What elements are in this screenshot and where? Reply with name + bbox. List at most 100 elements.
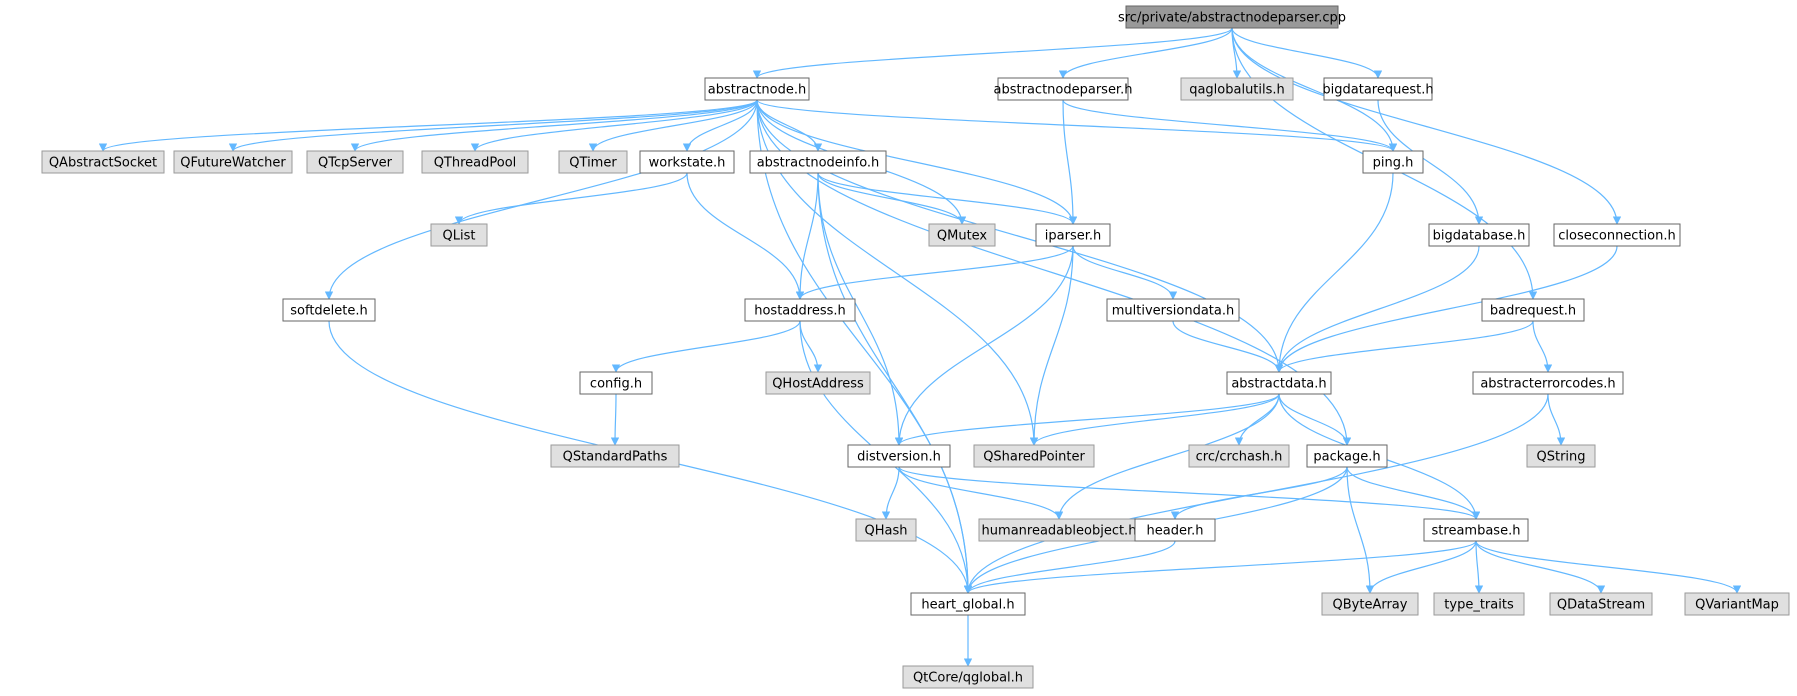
edge-badrequest-to-abstracterrorcodes	[1532, 320, 1553, 373]
edge-abstracterrorcodes-to-qstring	[1547, 393, 1566, 446]
node-multiversiondata[interactable]: multiversiondata.h	[1106, 298, 1240, 322]
edge-package-to-qbytearray	[1346, 466, 1375, 594]
node-label-humanreadable: humanreadableobject.h	[982, 524, 1137, 539]
node-label-abstractnodeparser: abstractnodeparser.h	[994, 83, 1133, 98]
node-iparser[interactable]: iparser.h	[1035, 223, 1111, 247]
edge-bigdatabase-to-abstractdata	[1274, 245, 1480, 373]
edge-abstractdata-to-distversion	[894, 393, 1280, 446]
node-label-bigdatabase: bigdatabase.h	[1433, 229, 1526, 244]
edge-streambase-to-qvariantmap	[1475, 540, 1742, 594]
node-label-qtcpserver: QTcpServer	[318, 156, 393, 171]
node-distversion[interactable]: distversion.h	[847, 444, 951, 468]
node-header[interactable]: header.h	[1134, 518, 1216, 542]
node-abstracterrorcodes[interactable]: abstracterrorcodes.h	[1472, 371, 1624, 395]
edge-abstractnodeinfo-to-heartglobal	[817, 172, 973, 594]
node-label-qabstractsocket: QAbstractSocket	[49, 156, 157, 171]
node-label-multiversiondata: multiversiondata.h	[1112, 304, 1235, 319]
edge-hostaddress-to-config	[611, 320, 801, 373]
node-bigdatarequest[interactable]: bigdatarequest.h	[1322, 77, 1434, 101]
node-ping[interactable]: ping.h	[1362, 150, 1424, 174]
node-humanreadable: humanreadableobject.h	[978, 518, 1140, 542]
edge-workstate-to-qlist	[454, 172, 688, 225]
node-box-root	[1125, 5, 1339, 29]
edge-distversion-to-qhash	[881, 466, 900, 520]
edge-closeconnection-to-abstractdata	[1274, 245, 1618, 373]
node-box-multiversiondata	[1106, 298, 1240, 322]
edge-abstractnode-to-iparser	[756, 99, 1078, 225]
node-box-qabstractsocket	[41, 150, 165, 174]
node-bigdatabase[interactable]: bigdatabase.h	[1428, 223, 1530, 247]
edge-abstractnode-to-qtimer	[588, 99, 758, 152]
node-label-crchash: crc/crchash.h	[1196, 450, 1283, 465]
node-package[interactable]: package.h	[1306, 444, 1388, 468]
edge-abstractdata-to-qsharedpointer	[1029, 393, 1280, 446]
node-abstractnodeinfo[interactable]: abstractnodeinfo.h	[749, 150, 887, 174]
node-qlist: QList	[430, 223, 488, 247]
node-box-qdatastream	[1549, 592, 1653, 616]
node-qvariantmap: QVariantMap	[1684, 592, 1790, 616]
node-abstractnode[interactable]: abstractnode.h	[704, 77, 810, 101]
node-box-streambase	[1423, 518, 1529, 542]
node-streambase[interactable]: streambase.h	[1423, 518, 1529, 542]
node-crchash: crc/crchash.h	[1188, 444, 1290, 468]
node-label-qtimer: QTimer	[569, 156, 617, 171]
edge-root-to-bigdatarequest	[1231, 27, 1383, 79]
node-box-abstractnodeparser	[997, 77, 1129, 101]
node-qabstractsocket: QAbstractSocket	[41, 150, 165, 174]
node-box-crchash	[1188, 444, 1290, 468]
node-label-typetraits: type_traits	[1444, 598, 1514, 613]
node-box-bigdatarequest	[1323, 77, 1433, 101]
node-heartglobal[interactable]: heart_global.h	[910, 592, 1026, 616]
node-label-qdatastream: QDataStream	[1557, 598, 1645, 613]
edge-iparser-to-distversion	[894, 245, 1074, 446]
node-root[interactable]: src/private/abstractnodeparser.cpp	[1118, 5, 1346, 29]
node-label-qvariantmap: QVariantMap	[1695, 598, 1779, 613]
node-label-abstractdata: abstractdata.h	[1231, 377, 1326, 392]
node-box-qfuturewatcher	[173, 150, 293, 174]
edge-badrequest-to-abstractdata	[1274, 320, 1534, 373]
node-box-qthreadpool	[421, 150, 529, 174]
node-box-abstracterrorcodes	[1472, 371, 1624, 395]
node-hostaddress[interactable]: hostaddress.h	[744, 298, 856, 322]
edge-workstate-to-hostaddress	[686, 172, 805, 300]
node-softdelete[interactable]: softdelete.h	[282, 298, 376, 322]
edge-iparser-to-hostaddress	[795, 245, 1074, 300]
node-box-qsharedpointer	[973, 444, 1095, 468]
node-qhostaddress: QHostAddress	[765, 371, 871, 395]
node-label-abstractnodeinfo: abstractnodeinfo.h	[757, 156, 880, 171]
node-label-iparser: iparser.h	[1045, 229, 1101, 244]
node-abstractnodeparser[interactable]: abstractnodeparser.h	[994, 77, 1133, 101]
edge-iparser-to-multiversiondata	[1072, 245, 1178, 300]
node-config[interactable]: config.h	[579, 371, 653, 395]
node-box-workstate	[639, 150, 735, 174]
edge-root-to-closeconnection	[1231, 27, 1622, 225]
edge-root-to-abstractnode	[752, 27, 1233, 79]
node-abstractdata[interactable]: abstractdata.h	[1226, 371, 1332, 395]
node-qsharedpointer: QSharedPointer	[973, 444, 1095, 468]
node-box-distversion	[847, 444, 951, 468]
edge-streambase-to-qbytearray	[1365, 540, 1477, 594]
node-workstate[interactable]: workstate.h	[639, 150, 735, 174]
edge-abstractnode-to-softdelete	[324, 99, 758, 300]
node-label-bigdatarequest: bigdatarequest.h	[1322, 83, 1433, 98]
node-badrequest[interactable]: badrequest.h	[1481, 298, 1585, 322]
node-qtcpserver: QTcpServer	[306, 150, 404, 174]
node-box-closeconnection	[1553, 223, 1681, 247]
node-box-typetraits	[1433, 592, 1525, 616]
node-qhash: QHash	[855, 518, 917, 542]
node-qdatastream: QDataStream	[1549, 592, 1653, 616]
node-label-header: header.h	[1147, 524, 1204, 539]
edge-header-to-heartglobal	[963, 540, 1176, 594]
node-qaglobalutils: qaglobalutils.h	[1180, 77, 1294, 101]
edge-package-to-streambase	[1346, 466, 1481, 520]
node-label-qstandardpaths: QStandardPaths	[563, 450, 668, 465]
node-box-hostaddress	[744, 298, 856, 322]
node-label-hostaddress: hostaddress.h	[754, 304, 846, 319]
node-box-bigdatabase	[1428, 223, 1530, 247]
edge-abstractnodeparser-to-ping	[1062, 99, 1398, 152]
nodes-layer: src/private/abstractnodeparser.cpp abstra…	[41, 5, 1790, 689]
node-closeconnection[interactable]: closeconnection.h	[1553, 223, 1681, 247]
node-label-root: src/private/abstractnodeparser.cpp	[1118, 11, 1346, 26]
node-label-qaglobalutils: qaglobalutils.h	[1189, 83, 1285, 98]
edge-abstractnodeparser-to-iparser	[1062, 99, 1078, 225]
